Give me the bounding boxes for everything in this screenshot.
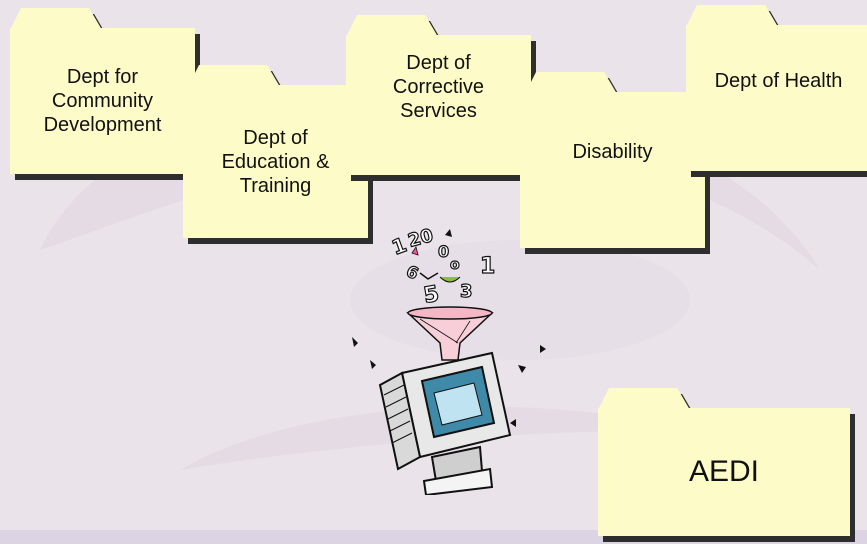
folder-label: Dept of Health — [686, 25, 867, 171]
svg-text:3: 3 — [460, 281, 473, 302]
folder-disability: Disability — [520, 72, 705, 248]
folder-community-development: Dept for Community Development — [10, 8, 195, 174]
svg-text:6: 6 — [403, 261, 421, 283]
folder-aedi: AEDI — [598, 388, 850, 536]
svg-text:0: 0 — [438, 242, 449, 261]
folder-label: Disability — [520, 92, 705, 248]
folder-label: Dept for Community Development — [10, 28, 195, 174]
folder-corrective-services: Dept of Corrective Services — [346, 15, 531, 175]
folder-label: Dept of Education & Training — [183, 85, 368, 238]
folder-health: Dept of Health — [686, 5, 867, 171]
svg-text:o: o — [450, 257, 460, 273]
svg-text:5: 5 — [422, 282, 441, 309]
folder-label: Dept of Corrective Services — [346, 35, 531, 175]
svg-text:20: 20 — [406, 225, 436, 252]
computer-funnel-icon: 1 20 0 o 6 1 5 3 — [352, 225, 546, 495]
svg-text:1: 1 — [480, 254, 495, 279]
folder-label: AEDI — [598, 408, 850, 536]
folder-education-training: Dept of Education & Training — [183, 65, 368, 238]
